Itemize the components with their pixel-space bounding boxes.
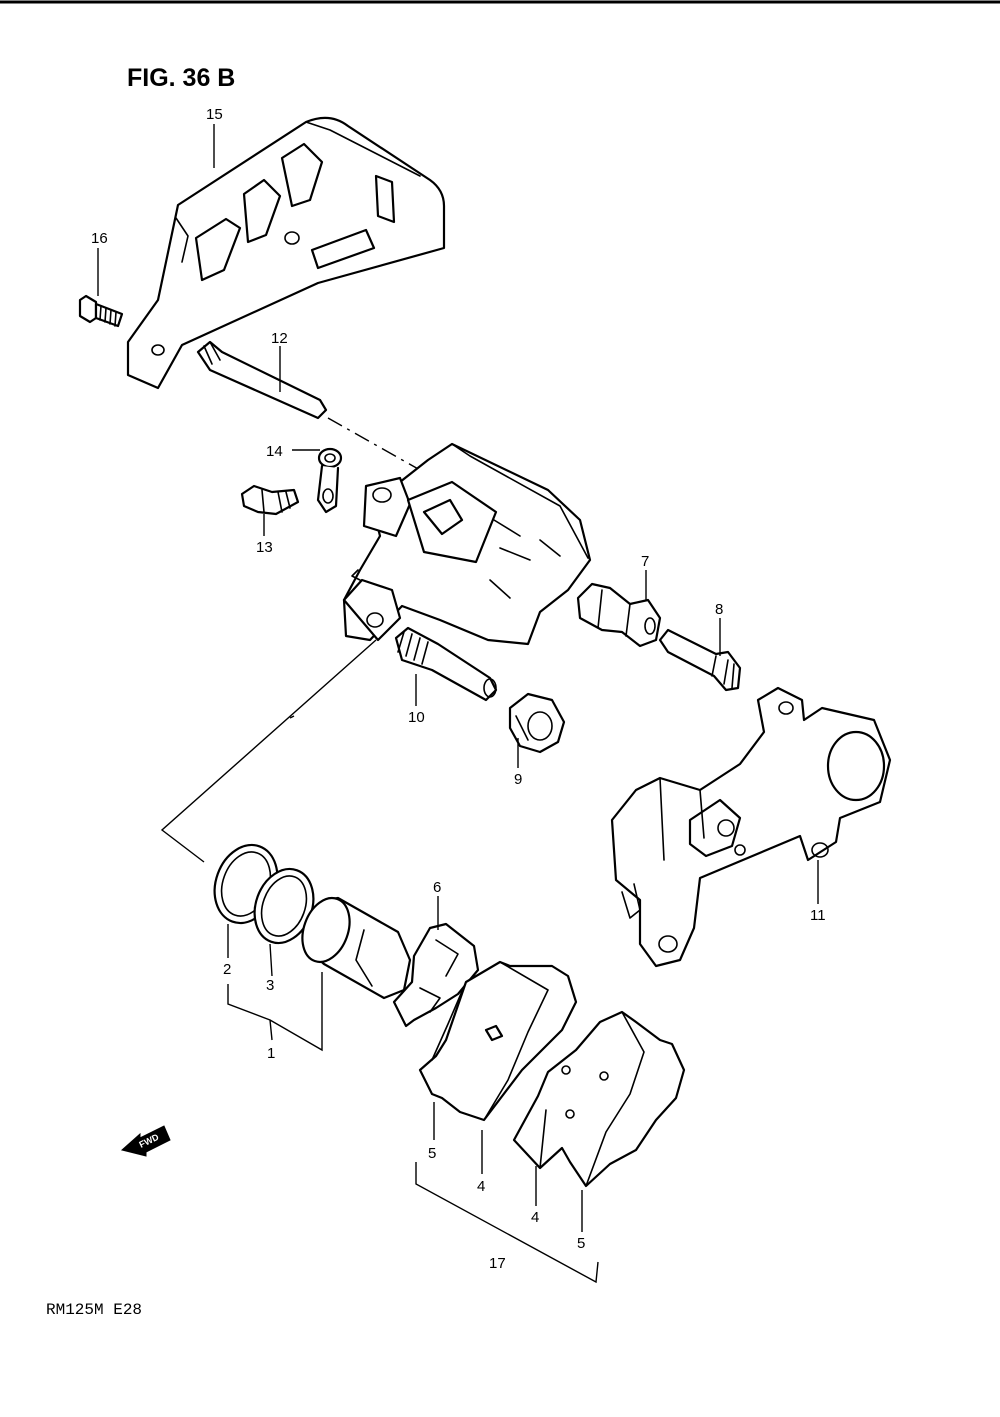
piston	[301, 896, 412, 1000]
callout-2: 2	[223, 961, 231, 978]
callout-11: 11	[810, 907, 826, 924]
callout-labels: 15 16 12 14 13 7 8 10 9 11 6 2 3 1 5 4 4…	[91, 106, 826, 1272]
callout-10: 10	[408, 709, 425, 726]
caliper-guard	[126, 116, 446, 390]
figure-title: FIG. 36 B	[127, 64, 235, 92]
brake-pad-outer	[512, 1010, 686, 1188]
rubber-boot	[508, 692, 566, 754]
bleeder-cap	[316, 447, 343, 514]
callout-3: 3	[266, 977, 274, 994]
callout-16: 16	[91, 230, 108, 247]
callout-7: 7	[641, 553, 649, 570]
alignment-line-pin	[327, 417, 421, 471]
callout-5-right: 5	[577, 1235, 585, 1252]
model-code: RM125M E28	[46, 1301, 142, 1319]
slide-pin	[394, 626, 498, 702]
brake-pad-inner	[418, 960, 578, 1122]
callout-15: 15	[206, 106, 223, 123]
callout-5-left: 5	[428, 1145, 436, 1162]
bleeder-valve	[240, 484, 300, 516]
callout-8: 8	[715, 601, 723, 618]
pad-spring	[392, 922, 480, 1028]
caliper-pin	[196, 340, 328, 420]
callout-12: 12	[271, 330, 288, 347]
sleeve-bolt	[576, 582, 662, 648]
callout-9: 9	[514, 771, 522, 788]
leader-lines	[97, 124, 819, 1284]
callout-4-left: 4	[477, 1178, 485, 1195]
caliper-bracket	[610, 686, 892, 968]
small-tick	[289, 715, 295, 719]
callout-13: 13	[256, 539, 273, 556]
callout-6: 6	[433, 879, 441, 896]
mounting-bolt	[658, 628, 742, 692]
caliper-body	[342, 442, 592, 646]
callout-17: 17	[489, 1255, 506, 1272]
guard-screw	[78, 294, 124, 328]
callout-14: 14	[266, 443, 283, 460]
piston-assembly-leader	[160, 639, 377, 863]
forward-arrow-icon: FWD	[120, 1125, 171, 1157]
callout-4-right: 4	[531, 1209, 539, 1226]
callout-1: 1	[267, 1045, 275, 1062]
